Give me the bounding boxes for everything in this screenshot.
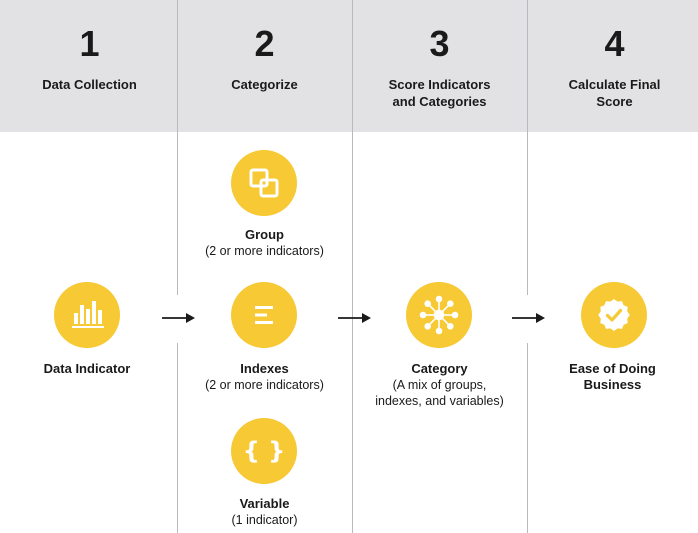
header-band: [0, 0, 698, 132]
divider-3: [527, 0, 528, 295]
category-node: [406, 282, 472, 348]
arrow-right-icon: [162, 313, 195, 323]
step-2-title: Categorize: [231, 77, 298, 92]
step-3-title: Score Indicators and Categories: [388, 77, 491, 109]
indexes-subtitle: (2 or more indicators): [205, 378, 324, 392]
svg-text:{ }: { }: [243, 437, 286, 465]
data-indicator-node: [54, 282, 120, 348]
ease-node: [581, 282, 647, 348]
group-subtitle: (2 or more indicators): [205, 244, 324, 258]
step-3-number: 3: [429, 23, 450, 64]
variable-subtitle: (1 indicator): [231, 513, 298, 527]
data-indicator-title: Data Indicator: [43, 361, 131, 376]
overlapping-squares-icon: [249, 168, 279, 198]
step-4-title: Calculate Final Score: [568, 77, 661, 109]
badge-check-icon: [598, 299, 630, 331]
category-label: Category (A mix of groups, indexes, and …: [352, 361, 527, 409]
indexes-label: Indexes (2 or more indicators): [177, 361, 352, 393]
data-indicator-label: Data Indicator: [2, 361, 172, 377]
divider-1: [177, 0, 178, 295]
step-4-number: 4: [604, 23, 625, 64]
step-1-number: 1: [79, 23, 100, 64]
category-title: Category: [411, 361, 468, 376]
step-1-title: Data Collection: [42, 77, 137, 92]
bar-chart-icon: [72, 301, 104, 328]
step-2-number: 2: [254, 23, 275, 64]
ease-label: Ease of Doing Business: [527, 361, 698, 393]
variable-title: Variable: [239, 496, 290, 511]
network-icon: [419, 295, 459, 335]
divider-2: [352, 0, 353, 533]
group-label: Group (2 or more indicators): [177, 227, 352, 259]
ease-title: Ease of Doing Business: [569, 361, 656, 392]
group-title: Group: [245, 227, 284, 242]
divider-3-lower: [527, 343, 528, 533]
variable-label: Variable (1 indicator): [177, 496, 352, 528]
list-lines-icon: [255, 306, 273, 324]
indexes-node: [231, 282, 297, 348]
indexes-title: Indexes: [240, 361, 289, 376]
divider-1-lower: [177, 343, 178, 533]
variable-node: { }: [231, 418, 297, 484]
group-node: [231, 150, 297, 216]
category-subtitle: (A mix of groups, indexes, and variables…: [375, 378, 504, 408]
curly-braces-icon: { }: [243, 437, 286, 465]
arrow-right-icon: [338, 313, 371, 323]
arrow-right-icon: [512, 313, 545, 323]
